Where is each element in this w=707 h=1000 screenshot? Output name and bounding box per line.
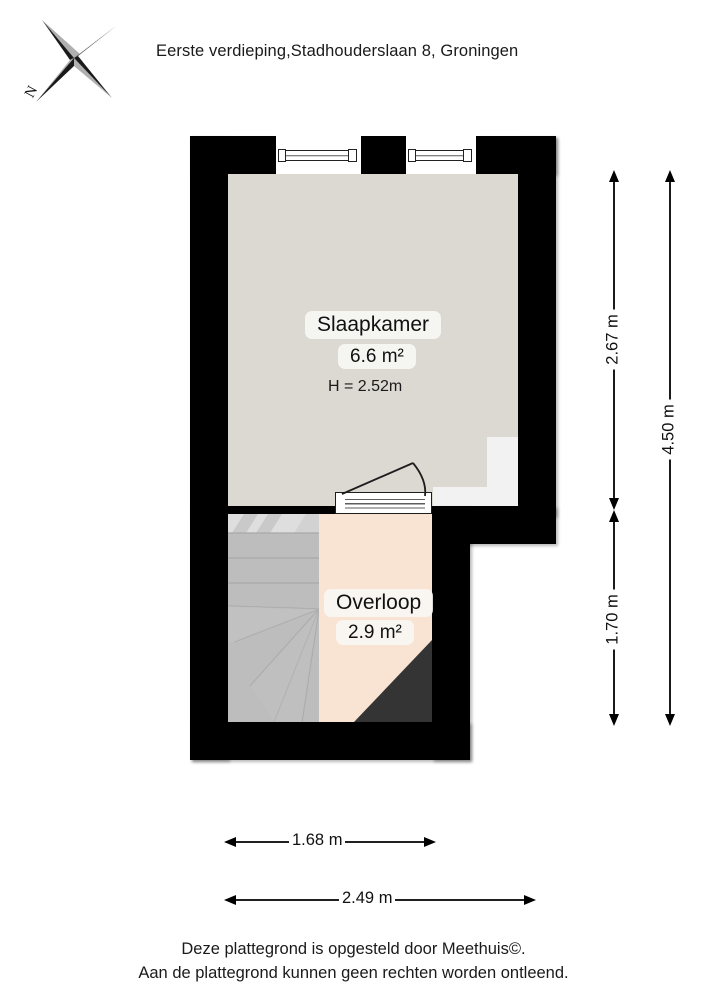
wall-landing-left <box>190 506 228 760</box>
wall-landing-right <box>432 506 470 760</box>
compass-rose-icon <box>18 6 130 118</box>
room-height-slaapkamer: H = 2.52m <box>328 378 403 395</box>
step-block-upper <box>487 437 518 506</box>
staircase-winder-icon <box>228 514 319 722</box>
dimension-value-total-depth: 4.50 m <box>659 399 679 460</box>
door-swing-arc-icon <box>330 450 440 512</box>
footer-line-1: Deze plattegrond is opgesteld door Meeth… <box>181 940 526 958</box>
window-1-jamb-left <box>278 149 286 162</box>
dimension-value-landing-depth: 1.70 m <box>603 589 623 650</box>
room-area-slaapkamer: 6.6 m² <box>338 344 416 370</box>
door-panel-lines <box>345 496 425 510</box>
wall-bedroom-left <box>190 136 228 516</box>
dimension-value-landing-width: 1.68 m <box>289 831 346 850</box>
window-2-jamb-right <box>463 149 472 162</box>
footer-disclaimer: Deze plattegrond is opgesteld door Meeth… <box>0 938 707 986</box>
dimension-value-total-width: 2.49 m <box>339 889 396 908</box>
wall-bedroom-right <box>518 136 556 516</box>
window-2-jamb-left <box>408 149 416 162</box>
window-1-glass <box>286 150 348 161</box>
stairwell-void-area <box>319 640 432 722</box>
dimension-value-bedroom-depth: 2.67 m <box>603 309 623 370</box>
room-floor-slaapkamer <box>228 174 518 506</box>
room-label-overloop: Overloop <box>324 589 434 617</box>
window-1-jamb-right <box>348 149 357 162</box>
room-area-overloop: 2.9 m² <box>336 620 414 646</box>
wall-landing-bottom <box>190 722 470 760</box>
wall-top-mid <box>361 136 406 174</box>
window-2-glass <box>416 150 463 161</box>
page-title: Eerste verdieping,Stadhouderslaan 8, Gro… <box>156 42 519 60</box>
footer-line-2: Aan de plattegrond kunnen geen rechten w… <box>138 963 569 982</box>
step-block-lower <box>433 487 489 506</box>
room-label-slaapkamer: Slaapkamer <box>305 311 442 339</box>
